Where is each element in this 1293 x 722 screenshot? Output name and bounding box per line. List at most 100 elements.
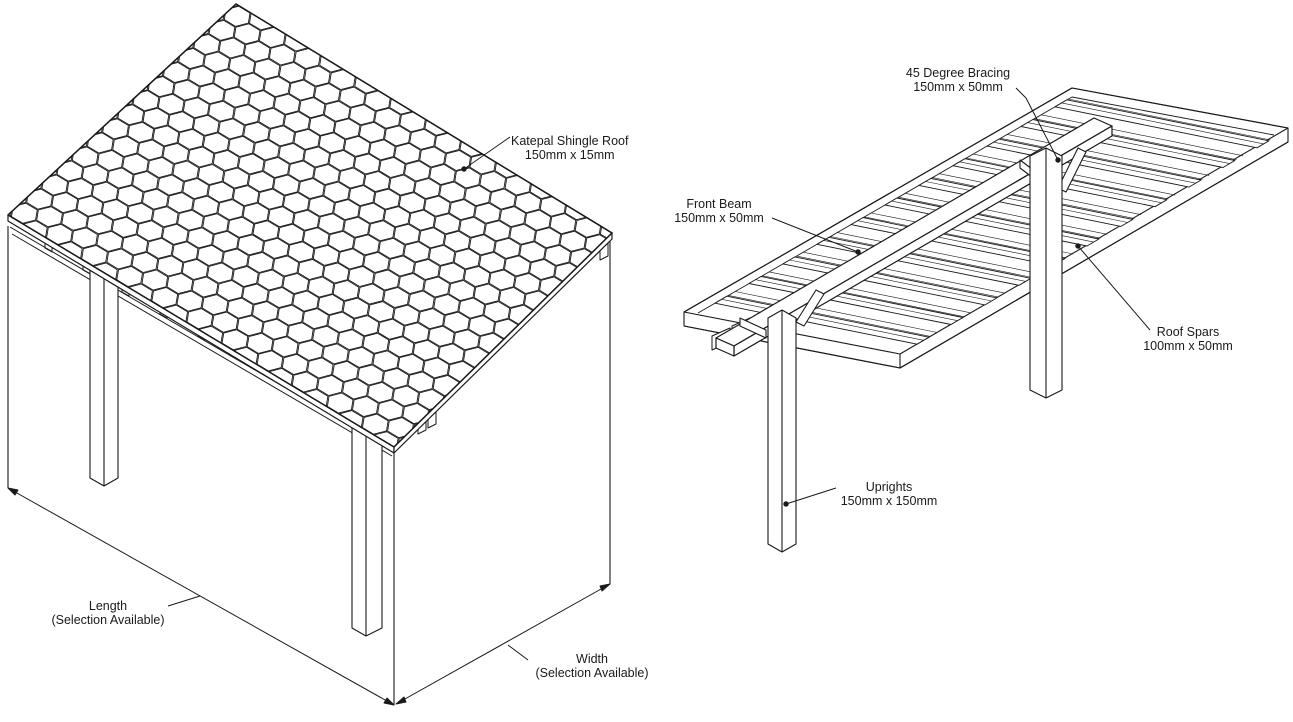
- deck-slat-line: [1000, 138, 1203, 180]
- shingle-hexagon: [342, 378, 369, 400]
- shingle-hexagon: [307, 357, 334, 379]
- beam-label-leader: [771, 217, 861, 255]
- shingle-hexagon: [187, 227, 214, 249]
- shingle-hexagon: [403, 241, 431, 263]
- shingle-hexagon: [142, 188, 169, 210]
- shingle-hexagon: [388, 255, 415, 277]
- uprights-label-line1: Uprights: [865, 480, 913, 494]
- shingle-hexagon: [342, 297, 370, 319]
- shingle-hexagon: [271, 336, 299, 358]
- shingle-hexagon: [393, 223, 421, 245]
- shingle-hexagon: [599, 220, 612, 242]
- spars-label-line1: Roof Spars: [1156, 325, 1220, 339]
- spars-label: Roof Spars 100mm x 50mm: [1128, 325, 1248, 353]
- front-upright-post: [351, 417, 383, 637]
- shingle-hexagon: [337, 329, 364, 351]
- shingle-hexagon: [304, 65, 331, 87]
- shingle-hexagon: [459, 216, 486, 238]
- bracing-label-line2: 150mm x 50mm: [913, 80, 1003, 94]
- shingle-hexagon: [369, 58, 397, 80]
- shingle-hexagon: [524, 209, 552, 231]
- shingle-hexagon: [261, 318, 289, 340]
- shingle-hexagon: [620, 256, 646, 276]
- shingle-hexagon: [208, 100, 235, 122]
- shingle-hexagon: [198, 83, 225, 105]
- roof-spar: [1054, 99, 1270, 149]
- spars-label-leader: [1075, 243, 1151, 331]
- shingle-hexagon: [278, 62, 306, 84]
- shingle-hexagon: [468, 315, 495, 337]
- shingle-hexagon: [268, 125, 295, 147]
- shingle-hexagon: [408, 453, 434, 473]
- shingle-hexagon: [382, 367, 410, 389]
- shingle-hexagon: [208, 19, 236, 41]
- shingle-hexagon: [237, 234, 264, 256]
- shingle-hexagon: [397, 353, 425, 375]
- width-label-line1: Width: [576, 652, 608, 666]
- shingle-hexagon: [367, 301, 395, 323]
- shingle-hexagon: [217, 199, 245, 221]
- roof-label-line2: 150mm x 15mm: [524, 148, 615, 162]
- shingle-hexagon: [302, 308, 329, 330]
- shingle-hexagon: [449, 118, 477, 140]
- shingle-hexagon: [282, 192, 310, 214]
- shingle-hexagon: [211, 311, 239, 333]
- spars-label-line2: 100mm x 50mm: [1143, 339, 1233, 353]
- shingle-hexagon: [322, 262, 350, 284]
- shingle-hexagon: [273, 174, 300, 196]
- shingle-hexagon: [564, 279, 591, 302]
- shingle-hexagon: [334, 37, 361, 59]
- shingle-hexagon: [288, 79, 316, 101]
- shingle-hexagon: [332, 280, 360, 302]
- shingle-hexagon: [263, 156, 290, 179]
- shingle-hexagon: [392, 304, 420, 326]
- shingle-hexagon: [453, 248, 481, 270]
- shingle-hexagon: [408, 290, 435, 312]
- shingle-hexagon: [474, 121, 502, 143]
- shingle-hexagon: [41, 174, 69, 196]
- deck-slat-line: [755, 279, 958, 321]
- shingle-hexagon: [91, 181, 119, 203]
- shingle-hexagon: [439, 100, 467, 122]
- right-upright: [1029, 147, 1063, 399]
- shingle-hexagon: [181, 258, 209, 280]
- shingle-hexagon: [51, 192, 79, 214]
- shingle-hexagon: [463, 265, 491, 287]
- shingle-hexagon: [162, 142, 190, 164]
- shingle-hexagon: [212, 230, 239, 252]
- shingle-hexagon: [574, 297, 601, 319]
- deck-slat-line: [1068, 98, 1271, 141]
- deck-slat-line: [728, 295, 931, 337]
- shingle-hexagon: [8, 185, 28, 207]
- shingle-hexagon: [407, 371, 435, 393]
- shingle-hexagon: [298, 97, 326, 119]
- shingle-hexagon: [191, 276, 219, 298]
- shingle-hexagon: [297, 258, 325, 280]
- shingle-hexagon: [454, 167, 481, 189]
- shingle-hexagon: [444, 149, 471, 171]
- shingle-hexagon: [192, 195, 219, 217]
- shingle-hexagon: [589, 283, 612, 305]
- shingle-hexagon: [87, 132, 114, 154]
- shingle-hexagon: [377, 399, 404, 421]
- shingle-hexagon: [292, 209, 320, 231]
- shingle-hexagon: [166, 273, 194, 295]
- shingle-hexagon: [589, 202, 612, 224]
- shingle-hexagon: [197, 244, 224, 266]
- shingle-hexagon: [439, 181, 466, 203]
- shingle-hexagon: [616, 207, 642, 227]
- shingle-hexagon: [216, 280, 244, 302]
- shingle-hexagon: [528, 339, 556, 361]
- deck-slat-line: [1041, 114, 1244, 157]
- shingle-hexagon: [429, 163, 456, 186]
- shingle-hexagon: [353, 153, 381, 175]
- shingle-hexagon: [193, 33, 221, 55]
- shingle-hexagon: [312, 244, 340, 266]
- shingle-hexagon: [357, 364, 384, 386]
- shingle-hexagon: [287, 241, 315, 263]
- shingle-hexagon: [122, 153, 149, 175]
- uprights-label-leader: [783, 487, 837, 507]
- deck-slat-line: [1027, 122, 1230, 164]
- shingle-hexagon: [157, 174, 184, 196]
